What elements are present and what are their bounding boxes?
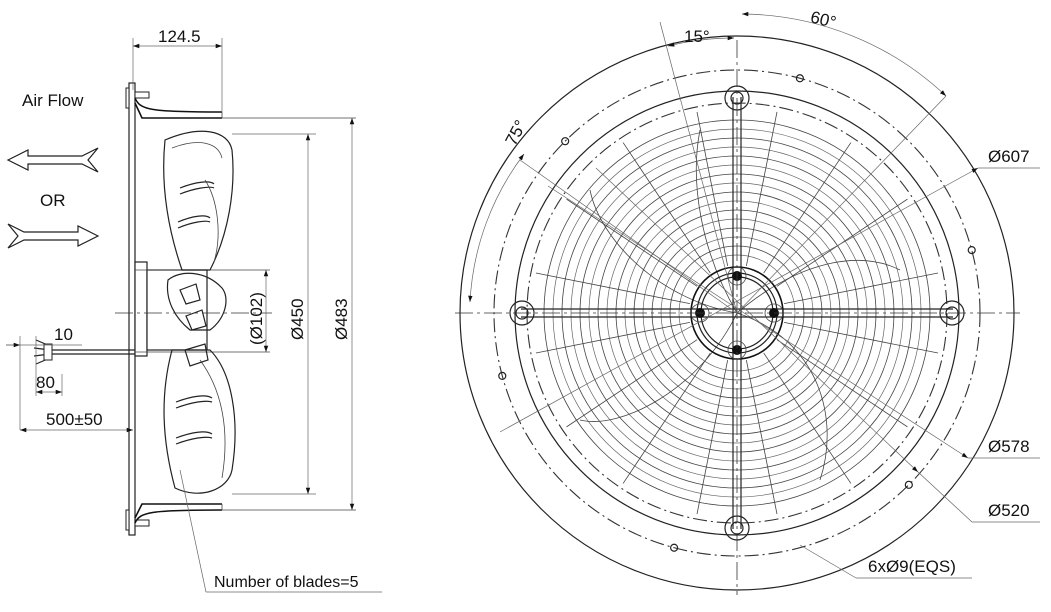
guard-spoke bbox=[696, 359, 729, 515]
dia-578-callout: Ø578 bbox=[547, 185, 1040, 459]
dia-520-callout: Ø520 bbox=[595, 167, 1040, 523]
airflow-indicator: Air Flow OR bbox=[6, 91, 100, 249]
angle-75-dim: 75° bbox=[468, 117, 738, 314]
guard-spoke bbox=[622, 142, 711, 274]
holes-label: 6xØ9(EQS) bbox=[868, 557, 956, 576]
guard-spoke bbox=[566, 339, 698, 428]
guard-spoke bbox=[745, 359, 778, 515]
mounting-hole bbox=[561, 137, 570, 146]
blade-count-label: Number of blades=5 bbox=[214, 574, 359, 591]
or-label: OR bbox=[40, 191, 66, 210]
mounting-hole bbox=[967, 246, 976, 255]
guard-spokes bbox=[535, 111, 939, 515]
width-dim-label: 124.5 bbox=[158, 27, 201, 46]
blade-count-callout: Number of blades=5 bbox=[179, 469, 382, 593]
front-view: 15° 60° 75° Ø607 Ø578 bbox=[455, 7, 1040, 595]
side-view: 124.5 Ø450 Ø483 (Ø102) 10 80 bbox=[6, 27, 382, 593]
cable-b-label: 80 bbox=[36, 373, 55, 392]
dia-578-label: Ø578 bbox=[988, 437, 1030, 456]
guard-spoke bbox=[535, 272, 691, 305]
cable-len-label: 500±50 bbox=[46, 410, 103, 429]
blade-middle bbox=[166, 272, 227, 331]
guard-spoke bbox=[776, 339, 908, 428]
guard-spoke bbox=[566, 198, 698, 287]
guard-spoke bbox=[783, 272, 939, 305]
blade-lower bbox=[163, 343, 236, 494]
mounting-hole bbox=[498, 371, 507, 380]
blade-outlines bbox=[579, 129, 901, 481]
dia-520-label: Ø520 bbox=[988, 501, 1030, 520]
airflow-right-arrow-icon bbox=[7, 223, 100, 249]
shroud-ring bbox=[134, 97, 356, 524]
airflow-left-arrow-icon bbox=[6, 147, 99, 173]
cable-a-label: 10 bbox=[54, 325, 73, 344]
cable bbox=[33, 339, 135, 365]
holes-callout: 6xØ9(EQS) bbox=[799, 544, 972, 579]
mounting-hole bbox=[670, 543, 679, 552]
dim-blade-diameter: Ø450 bbox=[232, 133, 316, 495]
guard-spoke bbox=[763, 142, 852, 274]
dim-outer-diameter: Ø483 bbox=[332, 118, 355, 510]
guard-spoke bbox=[622, 352, 711, 484]
guard-spoke bbox=[535, 321, 691, 354]
guard-spoke bbox=[696, 111, 729, 267]
airflow-label: Air Flow bbox=[22, 91, 84, 110]
blade-dia-label: Ø450 bbox=[288, 298, 307, 340]
outer-dia-label: Ø483 bbox=[332, 298, 351, 340]
angle-75-label: 75° bbox=[502, 117, 531, 149]
blade-upper bbox=[163, 130, 234, 271]
dim-cable: 10 80 500±50 bbox=[6, 325, 133, 433]
dia-607-callout: Ø607 bbox=[499, 147, 1040, 433]
mounting-hole bbox=[904, 480, 913, 489]
dim-width: 124.5 bbox=[132, 27, 223, 112]
dim-hub-diameter: (Ø102) bbox=[247, 270, 269, 352]
guard-spoke bbox=[745, 111, 778, 267]
dia-607-label: Ø607 bbox=[988, 147, 1030, 166]
angle-60-label: 60° bbox=[809, 7, 839, 32]
guard-spoke bbox=[763, 352, 852, 484]
hub-dia-label: (Ø102) bbox=[247, 292, 266, 345]
angle-60-dim: 60° bbox=[736, 7, 947, 314]
angle-15-label: 15° bbox=[684, 27, 710, 46]
angle-15-dim: 15° bbox=[659, 21, 738, 314]
motor-hub bbox=[134, 261, 270, 357]
guard-spoke bbox=[783, 321, 939, 354]
